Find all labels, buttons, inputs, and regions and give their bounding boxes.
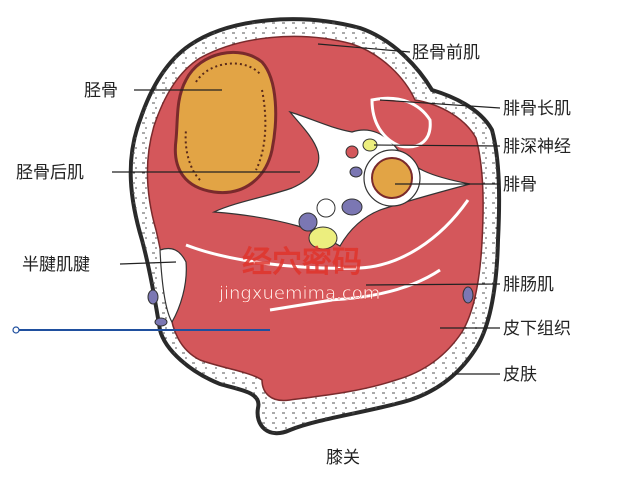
label-tibia: 胫骨 [84,81,118,101]
tibial-nerve [308,226,338,250]
label-fibula: 腓骨 [503,175,537,195]
vessel-white [316,198,336,218]
label-peroneus-longus: 腓骨长肌 [503,99,571,119]
label-semitendinosus-tendon: 半腱肌腱 [22,255,90,275]
pointer-dot [12,326,20,334]
peroneus-longus-outline [370,96,432,149]
leader-gastrocnemius [365,283,501,286]
septum-lines [185,199,470,312]
vessel-blue-3 [341,198,363,216]
label-tibialis-anterior: 胫骨前肌 [412,43,480,63]
watermark: 经穴密码 jingxuemima.com [218,245,381,304]
tibia-cortex-speckle [184,62,267,181]
label-tibialis-posterior: 胫骨后肌 [16,163,84,183]
small-vein-bottom [154,317,168,327]
label-deep-peroneal-nerve: 腓深神经 [503,137,571,157]
leader-peroneus-longus [379,99,501,109]
figure-caption: 膝关 [326,448,360,468]
label-subcutaneous-tissue: 皮下组织 [503,319,571,339]
fibula-bone [371,157,413,199]
vessel-blue-1 [349,166,363,178]
leader-tibialis-anterior [317,43,411,53]
label-skin: 皮肤 [503,365,537,385]
tibia-bone [173,50,278,195]
small-vein-right [462,286,474,304]
vessel-red [345,145,359,159]
leader-deep-peroneal-nerve [373,144,501,147]
leader-semitendinosus [119,261,177,265]
watermark-brand: 经穴密码 [242,245,362,280]
vessel-blue-2 [298,212,318,232]
leader-lines [18,43,501,375]
watermark-url: jingxuemima.com [218,283,380,304]
small-vein-left [147,289,159,305]
label-gastrocnemius: 腓肠肌 [503,275,554,295]
semitendinosus-gap [159,247,187,324]
